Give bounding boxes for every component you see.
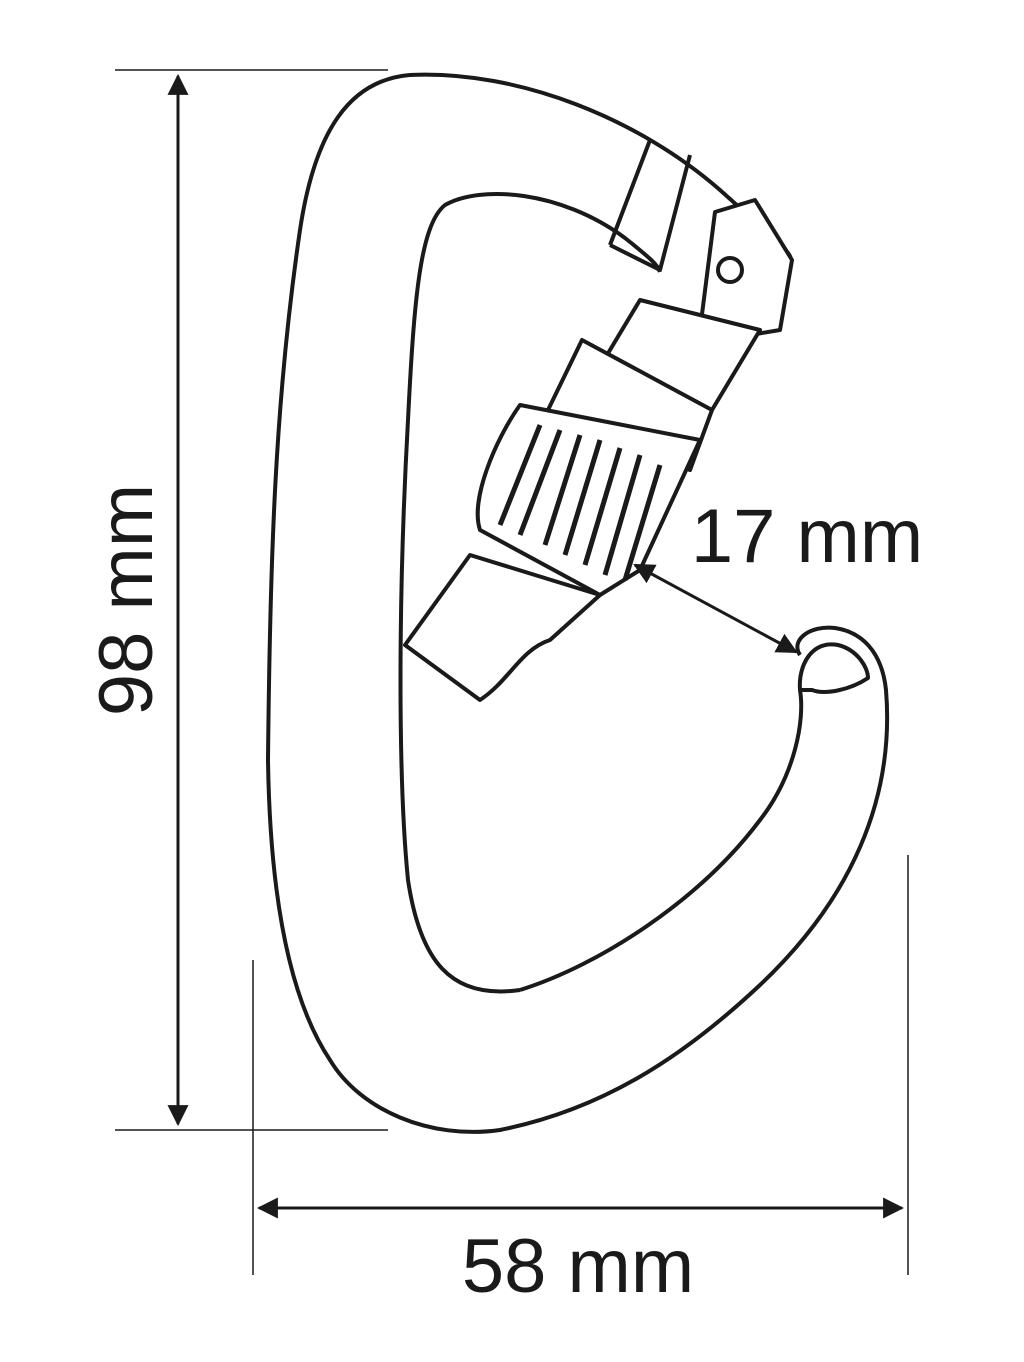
gate-rivet [716,256,744,284]
gate-hinge [608,139,692,272]
gate-opening-arrow [633,563,798,654]
carabiner-nose [797,642,870,694]
gate-opening-label: 17 mm [691,494,923,579]
carabiner-inner-lower [519,689,804,992]
knurl-ridges [497,424,663,581]
carabiner-body [266,72,890,1134]
gate-lower [403,553,602,702]
carabiner-outer-frame [266,72,890,1134]
height-dimension [115,69,388,1131]
carabiner-inner-frame [398,192,662,994]
height-label: 98 mm [84,484,169,716]
width-label: 58 mm [462,1224,694,1309]
width-dimension [252,855,909,1275]
carabiner-gate [403,198,794,702]
gate-opening-dimension [633,563,798,654]
